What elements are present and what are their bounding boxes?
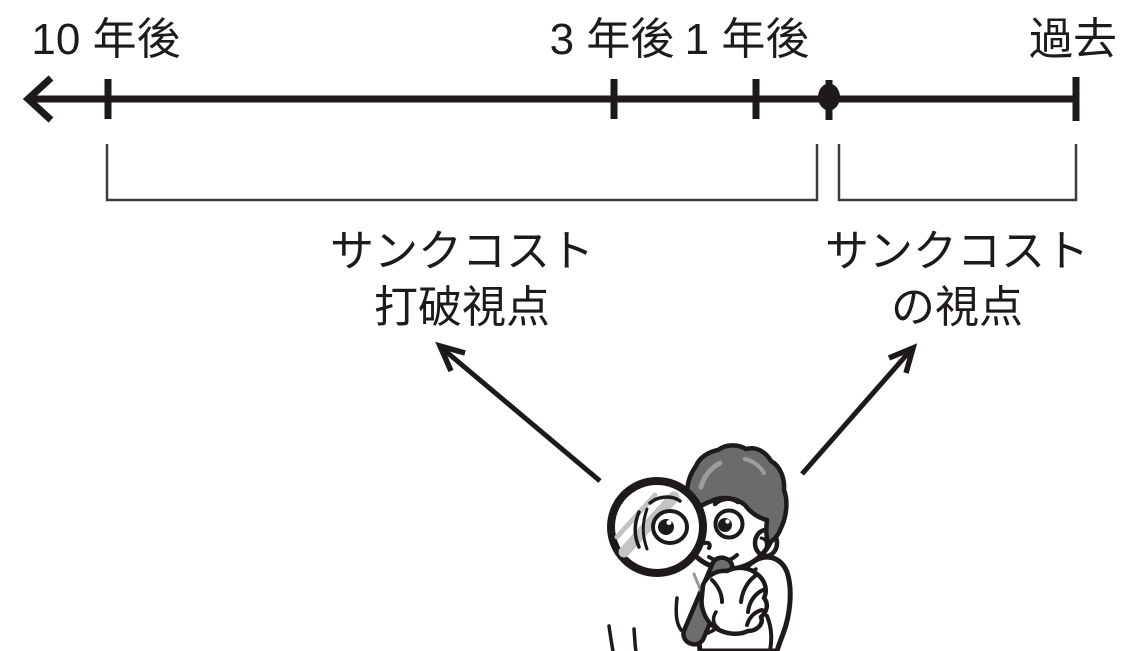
arrowhead-up-left-icon — [435, 341, 466, 373]
magnified-eyebrow — [648, 495, 682, 505]
finger-line-2 — [746, 588, 765, 614]
lens-glare-wide — [618, 491, 680, 558]
bracket-sunk-cost-range — [837, 144, 1078, 202]
label-sunk-cost-breakthrough: サンクコスト 打破視点 — [262, 224, 662, 336]
boy-eye — [713, 508, 745, 540]
hair-highlight-1 — [698, 460, 723, 490]
arrowhead-up-right-icon — [887, 343, 918, 374]
boy-forearm-line — [765, 614, 774, 651]
magnified-eyelid-1 — [633, 510, 641, 549]
timeline-label-past: 過去 — [1029, 15, 1117, 64]
label-line: サンクコスト — [825, 227, 1089, 276]
timeline-axis — [22, 75, 1080, 123]
hand-outline — [699, 565, 770, 637]
magnifying-glass-boy-illustration — [607, 443, 793, 651]
label-line: 打破視点 — [374, 283, 550, 332]
boy-sleeve-line-1 — [607, 624, 615, 651]
arrow-to-breakthrough — [435, 341, 602, 483]
boy-eye-glint — [725, 519, 730, 524]
boy-hand — [699, 565, 770, 637]
label-sunk-cost-perspective: サンクコスト の視点 — [757, 224, 1140, 336]
timeline-label-10-years: 10 年後 — [31, 15, 181, 64]
timeline-label-3-years: 3 年後 — [549, 15, 675, 64]
label-line: の視点 — [891, 283, 1023, 332]
boy-sleeve-line-2 — [632, 627, 638, 651]
bracket-breakthrough-range — [105, 144, 819, 202]
magnifying-glass-lens — [607, 477, 707, 577]
finger-line-3 — [745, 608, 764, 627]
thumb-line — [710, 578, 724, 604]
boy-pupil — [718, 518, 732, 532]
present-dot — [818, 83, 840, 111]
arrow-to-sunk-cost — [800, 343, 918, 476]
magnified-eye-glint — [666, 520, 672, 525]
magnified-eyelid-2 — [641, 507, 649, 551]
fingertip-curl — [711, 610, 720, 630]
hair-highlight-2 — [743, 457, 766, 475]
finger-line-1 — [739, 574, 757, 604]
boy-nose — [703, 540, 712, 550]
boy-eyebrow — [712, 496, 741, 507]
magnified-pupil — [658, 519, 674, 535]
left-arrowhead-icon — [22, 75, 54, 123]
label-line: サンクコスト — [330, 227, 594, 276]
timeline-label-1-year: 1 年後 — [684, 15, 810, 64]
